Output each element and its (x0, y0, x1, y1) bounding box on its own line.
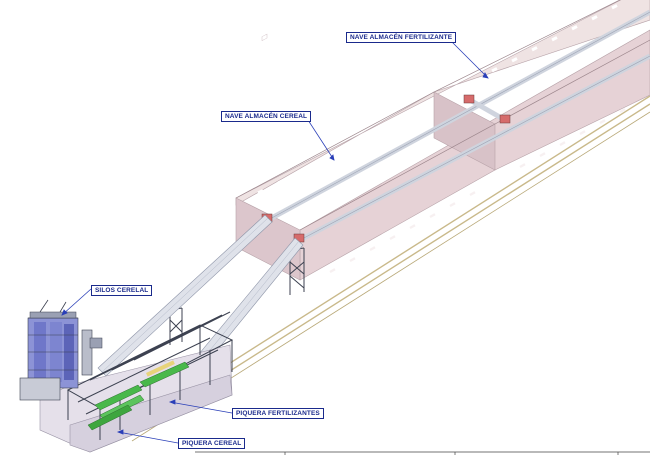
cereal-silos (19, 299, 103, 401)
label-fertilizer-warehouse: NAVE ALMACÉN FERTILIZANTE (346, 32, 457, 43)
cereal-warehouse-building (235, 0, 650, 281)
hopper-units (87, 360, 190, 431)
label-cereal-warehouse: NAVE ALMACÉN CEREAL (221, 111, 312, 122)
warehouse-conveyors (261, 9, 650, 243)
label-cereal-silos: SILOS CERELAL (91, 285, 153, 296)
callout-leader-lines (61, 39, 489, 444)
label-fertilizer-pit: PIQUERA FERTILIZANTES (232, 408, 324, 419)
label-cereal-pit: PIQUERA CEREAL (178, 438, 246, 449)
